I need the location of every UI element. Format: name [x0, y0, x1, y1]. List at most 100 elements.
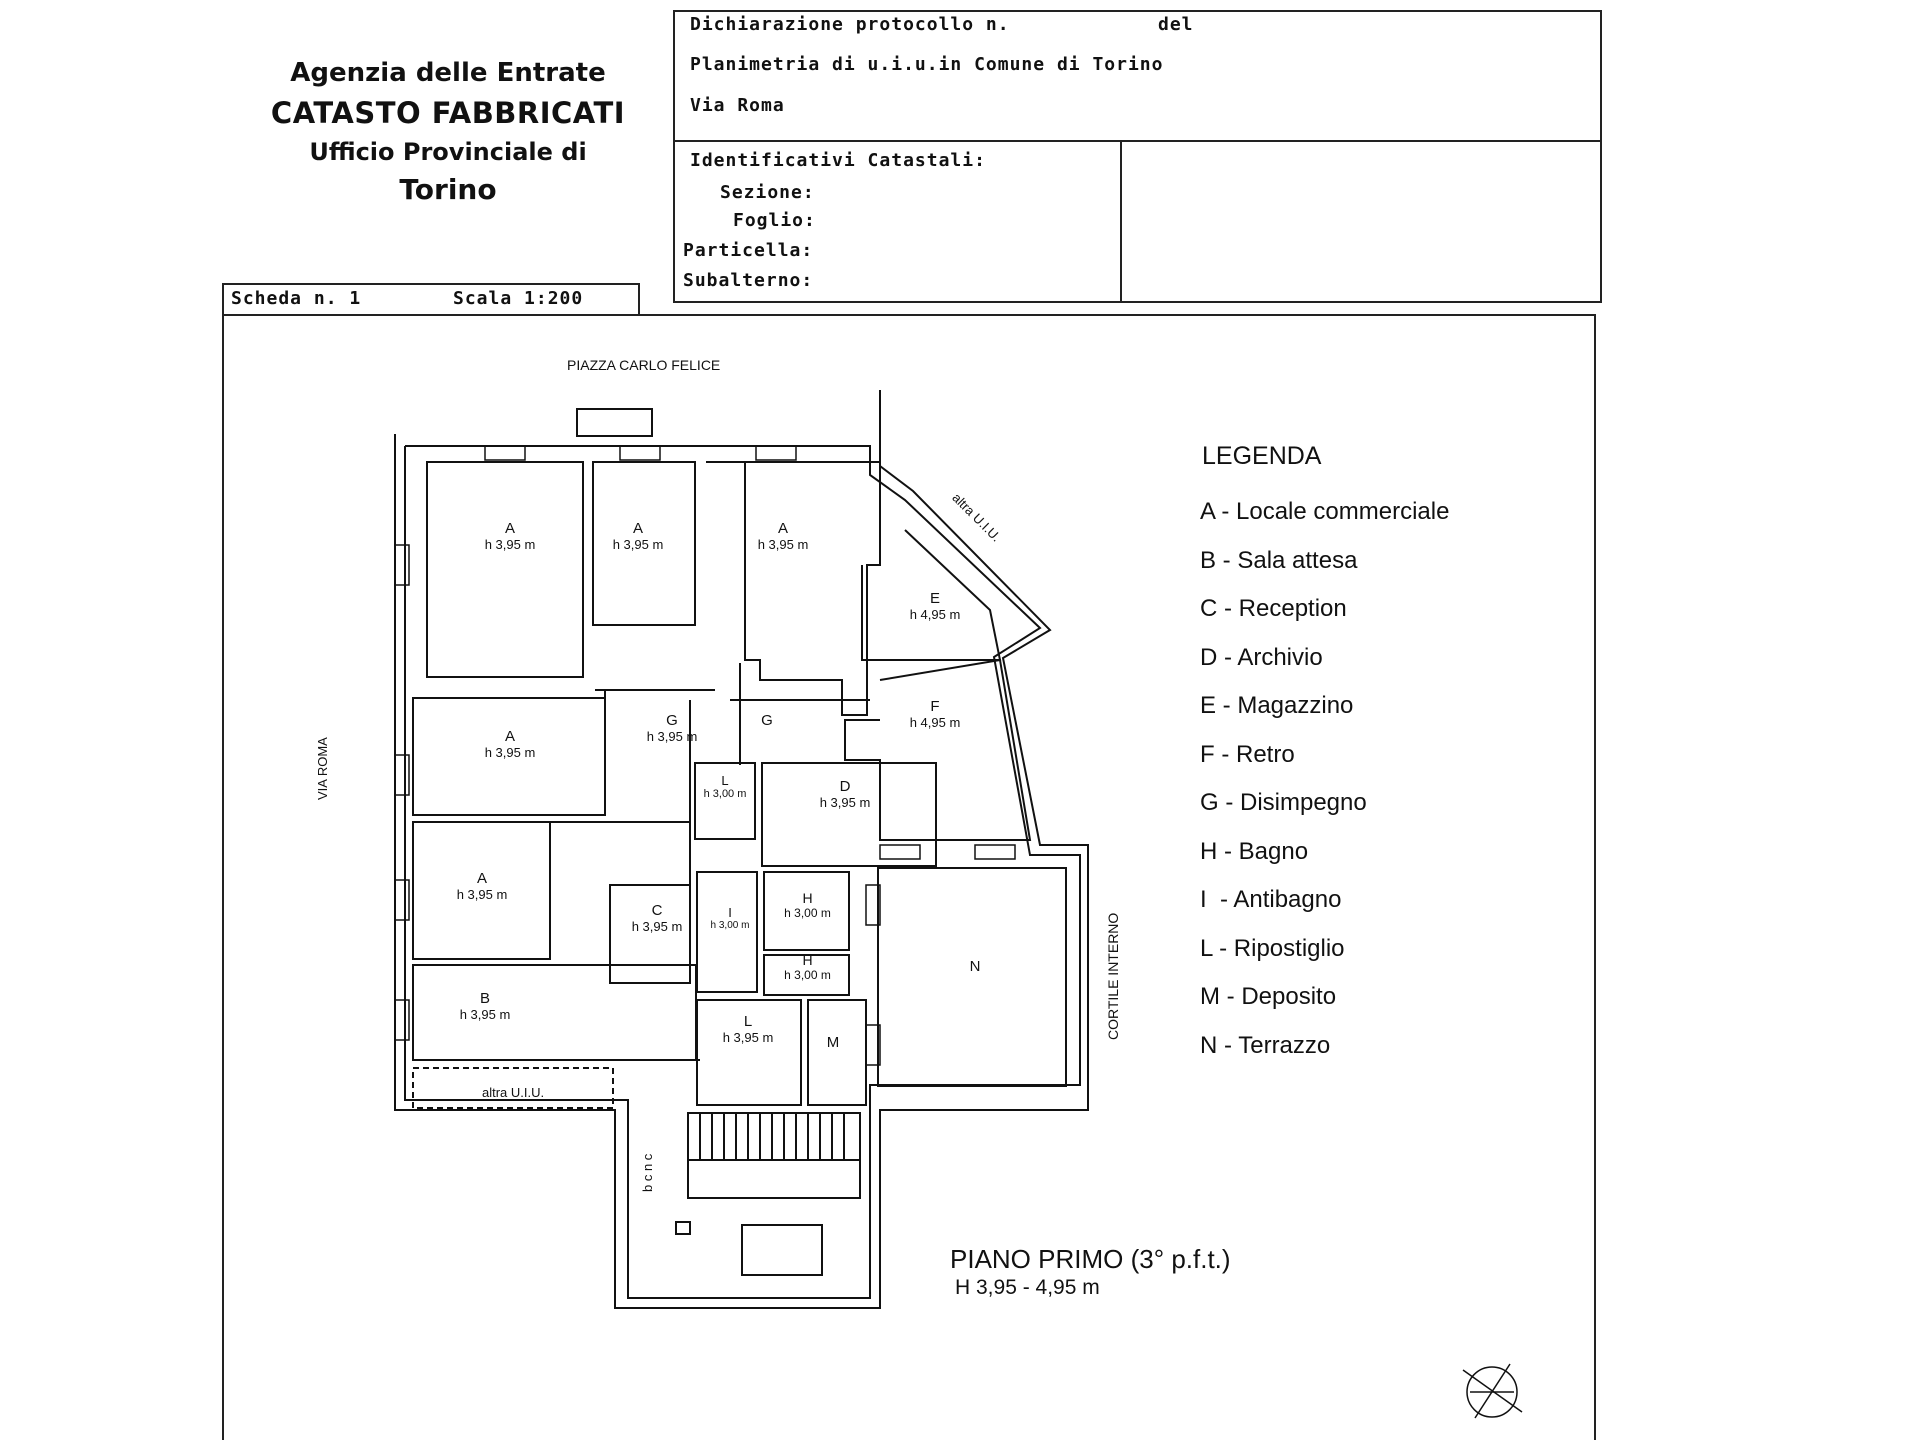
- sezione-label: Sezione:: [720, 182, 815, 203]
- room-label-g-2: G: [757, 712, 777, 729]
- outer-wall-inner: [404, 445, 1081, 1299]
- room-label-a-3: A h 3,95 m: [753, 520, 813, 552]
- legend-item: A - Locale commerciale: [1200, 498, 1450, 525]
- room-a-1: [426, 461, 584, 678]
- room-height: h 3,95 m: [631, 919, 683, 934]
- legend-item: C - Reception: [1200, 595, 1347, 622]
- room-m: [807, 999, 867, 1106]
- scheda-label: Scheda n. 1: [231, 288, 362, 309]
- legend-title: LEGENDA: [1202, 442, 1322, 470]
- room-c: [609, 884, 691, 984]
- plan-line: Planimetria di u.i.u.in Comune di Torino: [690, 54, 1164, 75]
- room-label-a-2: A h 3,95 m: [608, 520, 668, 552]
- subalterno-label: Subalterno:: [683, 270, 814, 291]
- room-label-c: C h 3,95 m: [627, 902, 687, 934]
- room-h-1: [763, 871, 850, 951]
- room-f: [844, 658, 1032, 841]
- legend-item: N - Terrazzo: [1200, 1031, 1331, 1059]
- outer-wall: [394, 390, 1089, 1309]
- room-code: B: [479, 990, 490, 1007]
- cadastral-divider: [1120, 140, 1122, 303]
- other-unit-balcony: [412, 1067, 614, 1109]
- legend-item: D - Archivio: [1200, 643, 1323, 671]
- room-label-a-5: A h 3,95 m: [452, 870, 512, 902]
- scala-label: Scala 1:200: [453, 288, 584, 309]
- courtyard-label: CORTILE INTERNO: [1105, 912, 1121, 1040]
- room-code: E: [929, 590, 940, 607]
- room-label-l-1: L h 3,00 m: [700, 773, 750, 800]
- room-i: [696, 871, 758, 993]
- room-height: h 3,00 m: [784, 906, 831, 920]
- room-code: A: [504, 728, 515, 745]
- room-label-e: E h 4,95 m: [905, 590, 965, 622]
- room-height: h 3,00 m: [784, 968, 831, 982]
- room-label-h-2: H h 3,00 m: [775, 952, 840, 982]
- room-a-3: [706, 461, 881, 716]
- room-code: A: [476, 870, 487, 887]
- room-code: F: [930, 698, 940, 715]
- room-height: h 3,95 m: [819, 795, 871, 810]
- room-a-2: [592, 461, 696, 626]
- floor-height: H 3,95 - 4,95 m: [955, 1276, 1100, 1299]
- room-code: A: [777, 520, 788, 537]
- room-h-2: [763, 954, 850, 996]
- room-code: H: [802, 952, 813, 968]
- del-label: del: [1158, 14, 1194, 35]
- top-balcony: [576, 408, 653, 437]
- room-label-i: I h 3,00 m: [705, 905, 755, 931]
- room-height: h 3,00 m: [703, 788, 747, 800]
- office-label: Ufficio Provinciale di: [309, 138, 587, 166]
- room-code: H: [802, 890, 813, 906]
- room-label-a-1: A h 3,95 m: [480, 520, 540, 552]
- room-code: L: [721, 773, 729, 788]
- room-label-f: F h 4,95 m: [905, 698, 965, 730]
- room-code: M: [826, 1034, 840, 1051]
- address-line: Via Roma: [690, 95, 785, 116]
- protocol-label: Dichiarazione protocollo n.: [690, 14, 1010, 35]
- room-height: h 3,95 m: [612, 537, 664, 552]
- room-label-n: N: [960, 958, 990, 975]
- room-label-a-4: A h 3,95 m: [480, 728, 540, 760]
- room-label-h-1: H h 3,00 m: [775, 890, 840, 920]
- cadastral-box: [673, 140, 1602, 303]
- catasto-title: CATASTO FABBRICATI: [270, 96, 626, 130]
- room-label-d: D h 3,95 m: [815, 778, 875, 810]
- room-d: [761, 762, 937, 867]
- other-unit-bottom-label: altra U.I.U.: [482, 1085, 545, 1100]
- legend-item: H - Bagno: [1200, 837, 1309, 865]
- agency-name: Agenzia delle Entrate: [290, 58, 606, 88]
- drawing-frame: [222, 314, 1596, 1440]
- room-height: h 3,95 m: [459, 1007, 511, 1022]
- street-top-label: PIAZZA CARLO FELICE: [567, 357, 721, 373]
- room-height: h 3,95 m: [484, 537, 536, 552]
- room-code: D: [839, 778, 851, 795]
- compass-rose-icon: [1462, 1363, 1523, 1419]
- room-code: A: [504, 520, 515, 537]
- room-height: h 3,95 m: [757, 537, 809, 552]
- legend-item: F - Retro: [1200, 740, 1295, 768]
- legend-item: I - Antibagno: [1200, 886, 1342, 913]
- room-label-b: B h 3,95 m: [455, 990, 515, 1022]
- legend-item: B - Sala attesa: [1200, 546, 1358, 574]
- room-height: h 3,95 m: [722, 1030, 774, 1045]
- cadastral-title: Identificativi Catastali:: [690, 150, 986, 171]
- particella-label: Particella:: [683, 240, 814, 261]
- legend-list: A - Locale commerciale B - Sala attesa C…: [1200, 498, 1449, 1080]
- room-n: [877, 867, 1067, 1087]
- room-l-1: [694, 762, 756, 840]
- room-height: h 3,95 m: [646, 729, 698, 744]
- room-label-l-2: L h 3,95 m: [718, 1013, 778, 1045]
- room-code: L: [743, 1013, 753, 1030]
- legend-item: L - Ripostiglio: [1200, 934, 1345, 962]
- room-code: A: [632, 520, 643, 537]
- office-city: Torino: [399, 173, 497, 206]
- window-markers: [394, 445, 1016, 1066]
- street-left-label: VIA ROMA: [315, 737, 330, 800]
- foglio-label: Foglio:: [733, 210, 816, 231]
- room-height: h 3,95 m: [456, 887, 508, 902]
- room-code: G: [761, 712, 773, 729]
- room-height: h 4,95 m: [909, 715, 961, 730]
- legend-item: G - Disimpegno: [1200, 789, 1367, 816]
- room-code: I: [728, 905, 732, 920]
